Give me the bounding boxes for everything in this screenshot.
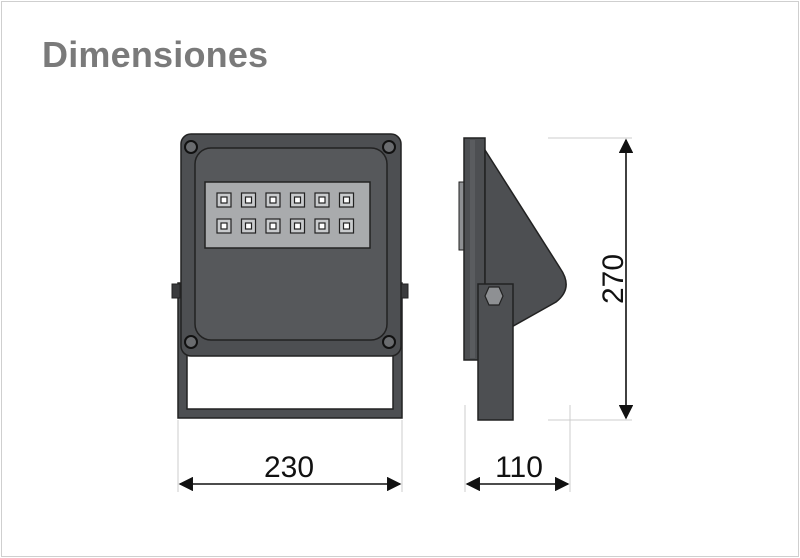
width-dimension-label: 230 (264, 451, 314, 484)
screw-icon (184, 140, 198, 154)
left-pivot-knob (171, 283, 181, 299)
bracket-bolt-icon (484, 286, 504, 306)
led-lens (293, 222, 302, 230)
led-lens (293, 196, 302, 204)
side-bracket-arm (477, 283, 514, 421)
led-lens (342, 196, 351, 204)
led-lens (318, 222, 326, 230)
page-title: Dimensiones (42, 34, 269, 75)
led-lens (269, 222, 277, 230)
front-view (171, 133, 409, 419)
led-lens (220, 196, 228, 204)
corner-screws (184, 140, 396, 349)
led-lens (269, 196, 277, 204)
led-lens (244, 196, 253, 204)
led-panel (204, 181, 371, 249)
screw-icon (382, 335, 396, 349)
led-lens (244, 222, 253, 230)
screw-icon (382, 140, 396, 154)
led-lens (342, 222, 351, 230)
led-lens (220, 222, 228, 230)
dimension-lines (177, 137, 634, 492)
height-dimension-label: 270 (597, 254, 630, 304)
led-lens (318, 196, 326, 204)
depth-dimension-label: 110 (495, 451, 543, 484)
side-back-plate-edge (470, 140, 475, 358)
side-view (458, 137, 567, 421)
led-grid (216, 192, 355, 234)
screw-icon (184, 335, 198, 349)
